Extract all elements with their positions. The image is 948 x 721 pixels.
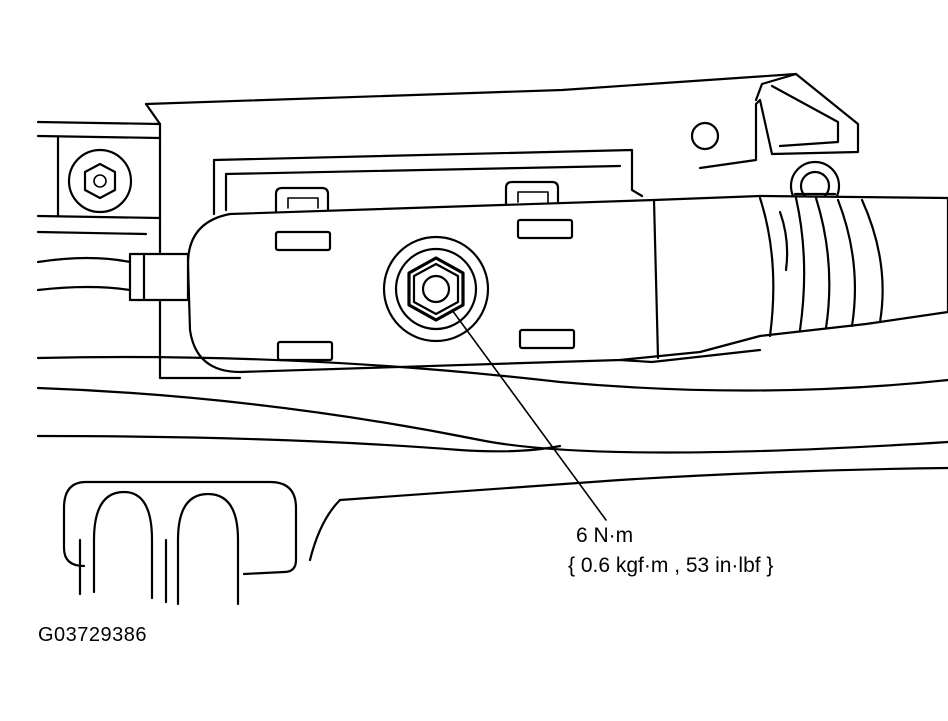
nut-icon [382,235,490,343]
torque-callout: 6 N·m { 0.6 kgf·m , 53 in·lbf } [568,521,773,581]
module-body [158,194,948,380]
frame-rails [36,120,162,236]
clip-tabs [274,180,560,214]
lower-trim [36,355,948,562]
torque-alt-label: { 0.6 kgf·m , 53 in·lbf } [568,554,774,577]
connector [36,252,190,302]
recess-plate [212,148,644,216]
torque-nm-label: 6 N·m [576,524,634,547]
harness-bands [758,196,884,338]
module-slots [274,218,576,362]
leader-line [451,309,607,521]
figure-id: G03729386 [38,624,148,646]
left-bolt-icon [67,148,133,214]
upper-bracket [144,72,860,250]
bottom-bracket [62,480,298,606]
